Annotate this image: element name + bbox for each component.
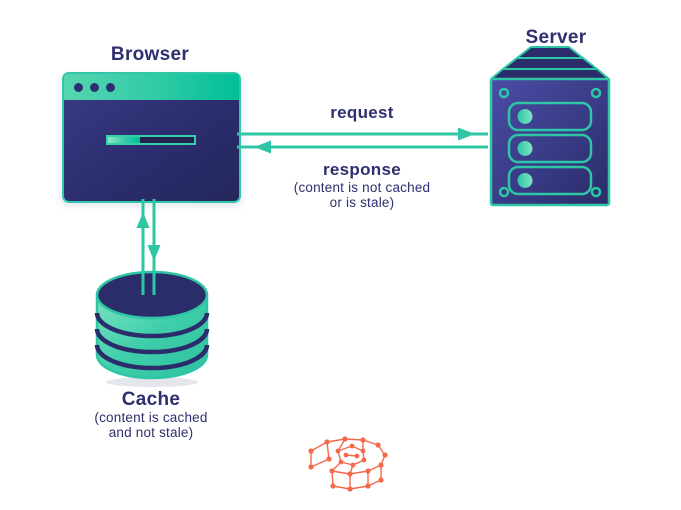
window-dot-icon <box>106 82 115 92</box>
cache-note-line2: and not stale) <box>108 425 194 440</box>
database-cylinder-icon <box>94 270 210 387</box>
server-icon <box>489 46 611 207</box>
screw-icon <box>498 186 510 198</box>
arrowhead-up-icon <box>136 212 150 228</box>
drive-bay-icon <box>507 165 593 196</box>
drive-bay-icon <box>507 101 593 132</box>
response-label: response <box>323 160 401 179</box>
browser-label: Browser <box>110 44 190 65</box>
arrowhead-right-icon <box>458 127 475 141</box>
request-response-arrows <box>237 127 488 154</box>
window-dot-icon <box>74 82 83 92</box>
window-dot-icon <box>90 82 99 92</box>
server-label: Server <box>525 27 587 48</box>
screw-icon <box>590 186 602 198</box>
browser-window-icon <box>62 72 241 203</box>
screw-icon <box>498 87 510 99</box>
drive-bay-icon <box>507 133 593 164</box>
network-graph-icon <box>308 436 388 492</box>
request-label: request <box>330 103 394 122</box>
browser-titlebar <box>64 74 239 100</box>
cache-lookup-arrows <box>136 199 161 295</box>
arrowhead-down-icon <box>147 245 161 261</box>
response-note-line2: or is stale) <box>329 195 395 210</box>
screw-icon <box>590 87 602 99</box>
cache-note-line1: (content is cached <box>94 410 208 425</box>
arrowhead-left-icon <box>254 140 271 154</box>
cache-label: Cache <box>121 389 181 410</box>
response-note-line1: (content is not cached <box>293 180 431 195</box>
cache-shadow <box>106 377 198 387</box>
loading-progress-bar <box>106 135 196 145</box>
loading-progress-fill <box>108 137 140 143</box>
